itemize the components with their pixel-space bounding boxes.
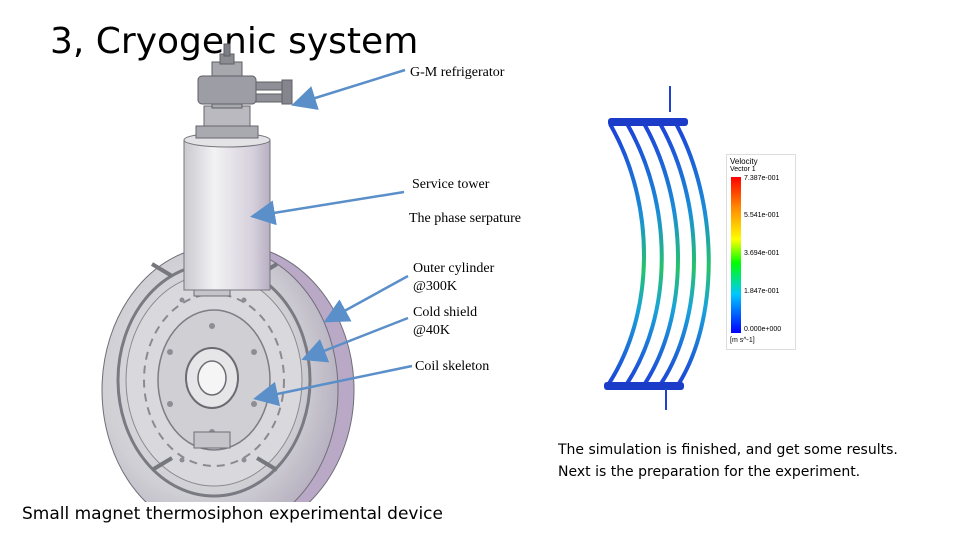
- result-line-1: The simulation is finished, and get some…: [558, 442, 898, 458]
- cryostat-cad-image: [101, 43, 355, 502]
- label-cold-shield-line2: @40K: [413, 323, 451, 339]
- label-coil-skeleton: Coil skeleton: [415, 359, 490, 374]
- legend-subtitle: Vector 1: [730, 166, 756, 173]
- label-cold-shield: Cold shield @40K: [413, 304, 477, 340]
- legend-tick-0: 7.387e-001: [744, 175, 780, 182]
- velocity-simulation-image: [596, 84, 726, 414]
- legend-tick-1: 5.541e-001: [744, 212, 780, 219]
- label-cold-shield-line1: Cold shield: [413, 305, 478, 320]
- arrow-outer-cylinder: [323, 274, 409, 323]
- arrow-service-tower: [250, 190, 405, 226]
- label-outer-cylinder-line1: Outer cylinder: [413, 261, 495, 276]
- result-line-2: Next is the preparation for the experime…: [558, 463, 861, 480]
- label-phase-separator: The phase serpature: [409, 211, 521, 226]
- legend-tick-4: 0.000e+000: [744, 326, 782, 333]
- result-text: The simulation is finished, and get some…: [558, 440, 898, 483]
- label-service-tower: Service tower: [412, 177, 490, 192]
- legend-tick-2: 3.694e-001: [744, 250, 780, 257]
- label-outer-cylinder: Outer cylinder @300K: [413, 260, 494, 296]
- legend-title: Velocity: [730, 157, 758, 166]
- legend-colorbar: [731, 177, 741, 333]
- label-outer-cylinder-line2: @300K: [413, 279, 458, 295]
- legend-unit: [m s^-1]: [730, 337, 755, 344]
- arrow-gm-refrigerator: [291, 68, 406, 110]
- legend-tick-3: 1.847e-001: [744, 288, 780, 295]
- image-caption: Small magnet thermosiphon experimental d…: [22, 504, 443, 524]
- arrow-coil-skeleton: [253, 364, 413, 407]
- arrow-cold-shield: [301, 316, 409, 363]
- label-gm-refrigerator: G-M refrigerator: [410, 65, 505, 80]
- velocity-legend: Velocity Vector 1 7.387e-001 5.541e-001 …: [726, 154, 796, 350]
